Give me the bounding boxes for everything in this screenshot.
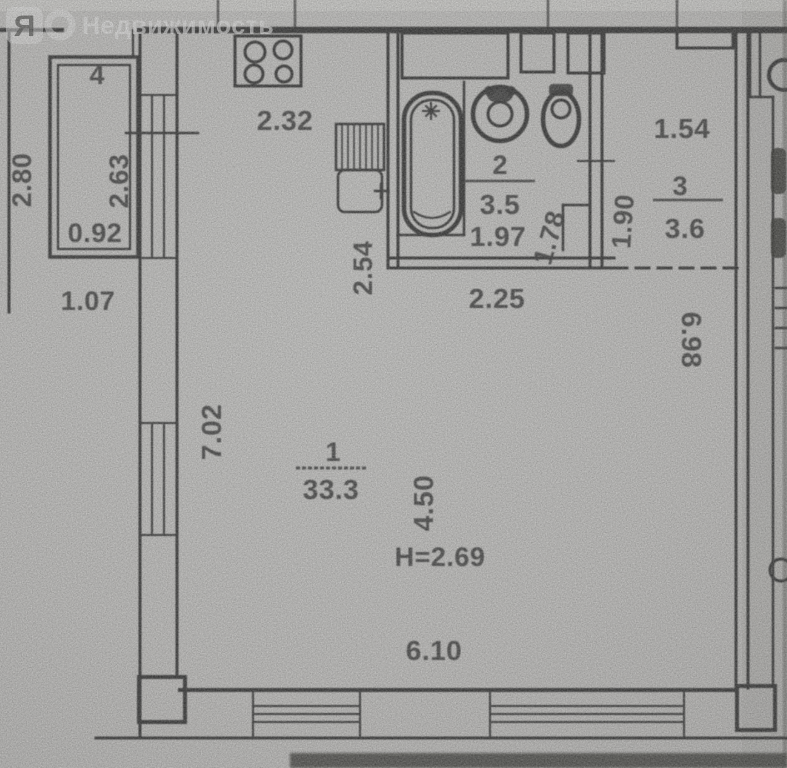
grain-light-overlay bbox=[0, 0, 787, 768]
floorplan-image: 4 0.92 2.80 2.63 1.07 2.32 2.54 2 3.5 1.… bbox=[0, 0, 787, 768]
scan-artifacts bbox=[0, 0, 787, 768]
